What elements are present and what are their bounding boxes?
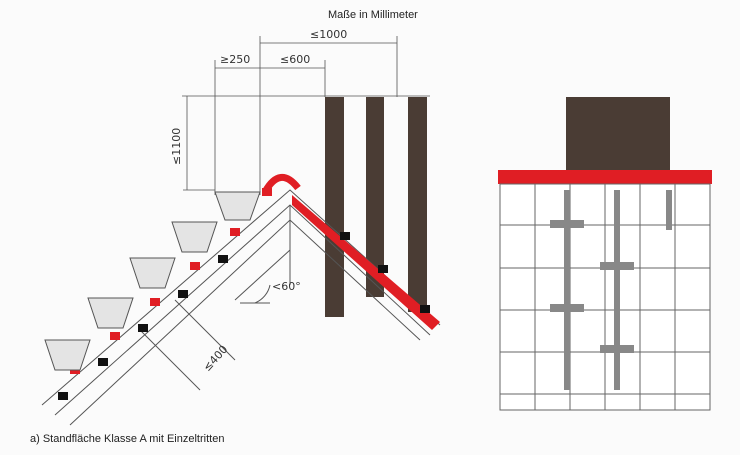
dim-max-step-width: ≤600 xyxy=(280,53,310,66)
chimney-front xyxy=(566,97,670,172)
tiled-roof-front xyxy=(499,183,711,411)
dim-max-height: ≤1100 xyxy=(170,128,183,165)
roof-tiles-red xyxy=(70,188,440,374)
figure-caption: a) Standfläche Klasse A mit Einzeltritte… xyxy=(30,433,224,445)
step-treads xyxy=(44,191,261,371)
dimension-lines xyxy=(182,36,430,195)
dim-roof-angle: <60° xyxy=(272,280,301,293)
dim-max-total-width: ≤1000 xyxy=(310,28,347,41)
step-supports-front xyxy=(550,190,672,390)
dim-max-spacing: ≤400 xyxy=(201,343,231,374)
chimney-section xyxy=(325,97,427,317)
units-note: Maße in Millimeter xyxy=(328,9,418,21)
roof-battens xyxy=(58,232,430,400)
ridge-tiles-front xyxy=(498,170,712,184)
dim-min-offset: ≥250 xyxy=(220,53,250,66)
